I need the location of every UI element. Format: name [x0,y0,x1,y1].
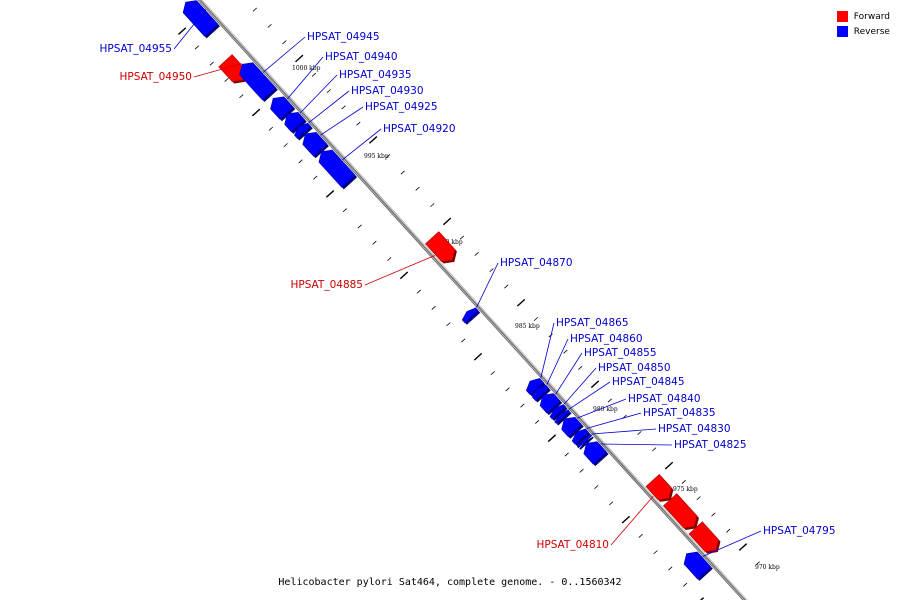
gene-label: HPSAT_04950 [119,71,192,83]
scale-label: 1000 kbp [292,65,321,72]
gene-arrow [461,307,481,325]
gene-label: HPSAT_04860 [570,333,643,345]
gene-leader-line [600,443,673,446]
scale-label: 985 kbp [515,323,540,330]
gene-arrow [239,62,278,102]
gene-leader-line [555,352,583,395]
gene-label: HPSAT_04810 [536,539,609,551]
gene-leader-line [563,367,597,405]
gene-label: HPSAT_04830 [658,423,731,435]
gene-arrow [549,404,568,422]
gene-arrow [645,474,674,502]
gene-leader-line [173,9,207,50]
gene-arrow [554,409,572,426]
strand-legend: Forward Reverse [836,9,890,39]
gene-leader-line [591,428,657,435]
gene-label: HPSAT_04850 [598,362,671,374]
gene-leader-line [610,495,654,546]
gene-leader-line [476,262,499,308]
legend-item-forward: Forward [836,9,890,24]
gene-arrow [539,393,563,416]
gene-leader-line [540,322,555,379]
gene-label: HPSAT_04935 [339,69,412,81]
gene-arrow [302,131,329,159]
legend-label-forward: Forward [853,11,890,22]
gene-label: HPSAT_04940 [325,51,398,63]
forward-swatch [836,11,848,22]
scale-label: 970 kbp [755,564,780,571]
gene-arrow [683,551,713,581]
gene-arrow [532,384,551,403]
gene-label: HPSAT_04955 [99,43,172,55]
gene-arrow [318,149,358,190]
gene-arrow [561,416,584,439]
gene-leader-line [262,36,306,73]
scale-ticks [177,7,760,600]
gene-arrow [182,0,220,39]
gene-label: HPSAT_04845 [612,376,685,388]
gene-arrow [270,96,296,122]
gene-leader-line [319,106,364,136]
scale-label: 995 kbp [364,153,389,160]
gene-leader-line [308,90,350,124]
gene-arrow [571,428,591,447]
genome-caption: Helicobacter pylori Sat464, complete gen… [278,577,622,588]
gene-label: HPSAT_04945 [307,31,380,43]
gene-label: HPSAT_04835 [643,407,716,419]
gene-arrow [688,521,721,554]
gene-label: HPSAT_04930 [351,85,424,97]
backbone [197,0,748,600]
gene-label: HPSAT_04885 [290,279,363,291]
gene-leader-line [299,74,338,114]
gene-arrow [284,111,307,134]
gene-leader-line [286,56,324,100]
gene-leader-line [586,412,642,429]
gene-label: HPSAT_04840 [628,393,701,405]
scale-label: 990 kbp [438,239,463,246]
scale-label: 975 kbp [673,486,698,493]
gene-arrow [294,122,313,141]
gene-label: HPSAT_04825 [674,439,747,451]
gene-label: HPSAT_04795 [763,525,836,537]
gene-leader-line [342,128,382,161]
legend-label-reverse: Reverse [853,26,890,37]
gene-arrow [425,231,457,264]
gene-label: HPSAT_04870 [500,257,573,269]
gene-label: HPSAT_04865 [556,317,629,329]
gene-arrow [663,493,699,530]
reverse-swatch [836,26,848,37]
gene-leader-line [193,63,242,78]
gene-label: HPSAT_04855 [584,347,657,359]
gene-leader-line [702,530,762,557]
gene-label: HPSAT_04925 [365,101,438,113]
gene-leader-line [568,381,611,410]
gene-leader-line [576,398,627,419]
scale-label: 980 kbp [593,406,618,413]
gene-arrow [583,441,609,467]
legend-item-reverse: Reverse [836,24,890,39]
gene-leader-line [364,255,435,286]
gene-label: HPSAT_04920 [383,123,456,135]
gene-leader-line [546,338,569,385]
